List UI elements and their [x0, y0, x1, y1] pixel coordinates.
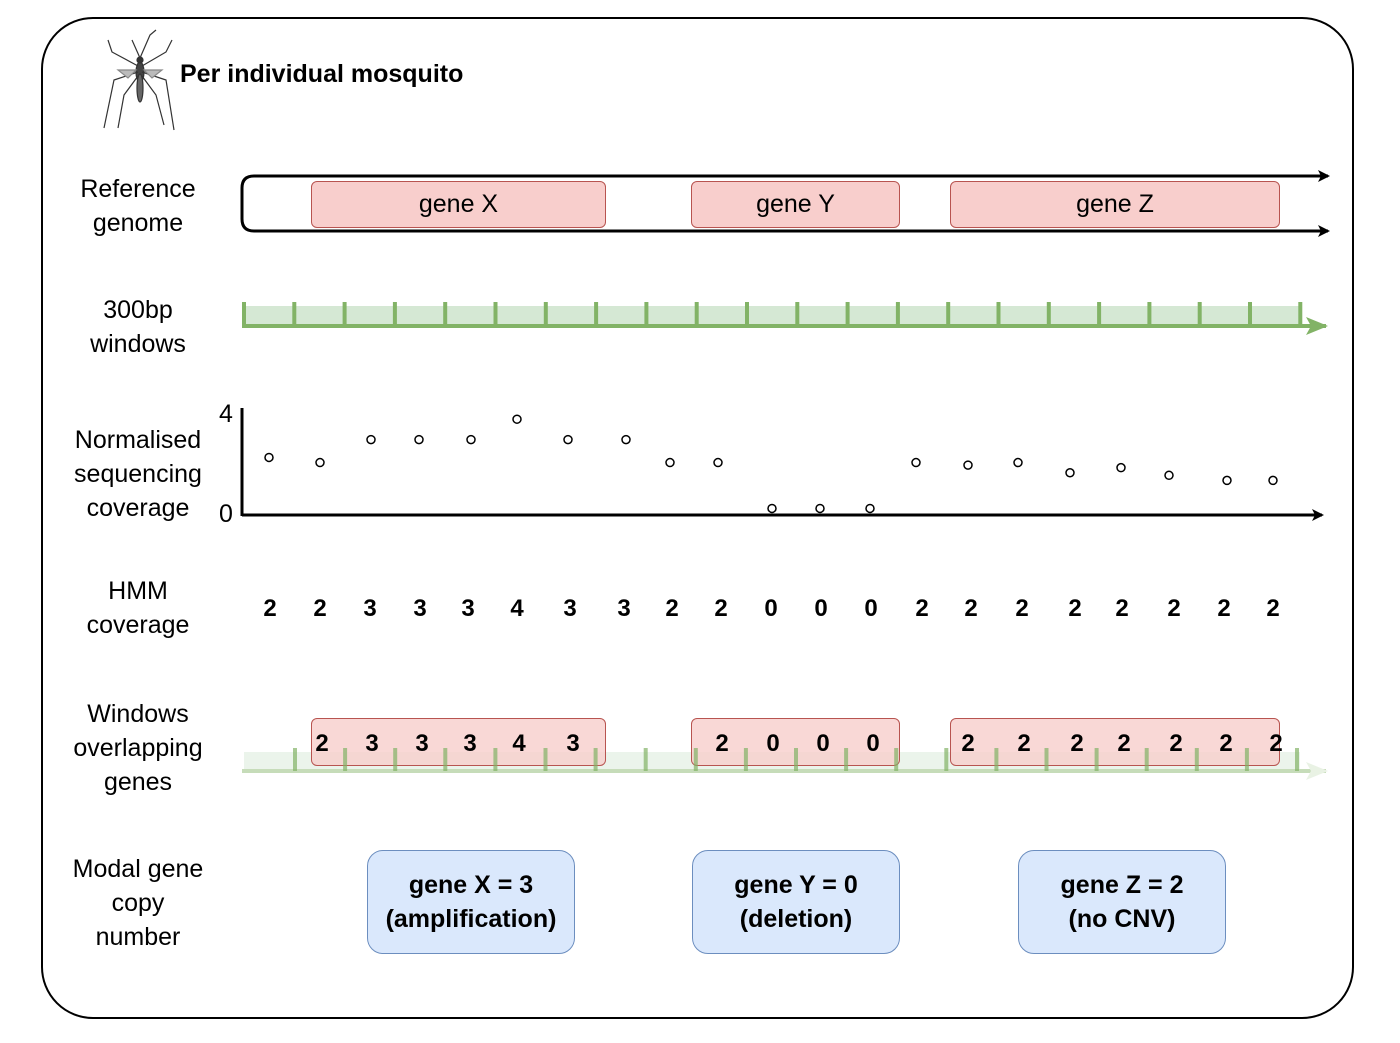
hmm-state: 2 [1266, 595, 1279, 622]
coverage-point [1065, 468, 1075, 478]
windows-track [242, 302, 1328, 335]
coverage-point [414, 434, 424, 445]
hmm-state: 2 [1167, 595, 1180, 622]
coverage-point [1116, 462, 1126, 473]
hmm-state: 4 [510, 595, 524, 622]
coverage-point [315, 457, 325, 468]
y-tick-min: 0 [219, 500, 233, 528]
gene-x-overlap-box [311, 718, 606, 766]
coverage-point [1013, 457, 1023, 468]
hmm-state: 2 [915, 595, 928, 622]
hmm-state: 3 [563, 595, 576, 622]
coverage-point [264, 452, 274, 463]
diagram-title: Per individual mosquito [180, 60, 464, 88]
hmm-state: 2 [1068, 595, 1081, 622]
coverage-point [665, 457, 675, 468]
coverage-point [621, 434, 631, 445]
hmm-state: 3 [461, 595, 474, 622]
hmm-state: 3 [413, 595, 426, 622]
coverage-point [512, 414, 522, 424]
hmm-state: 3 [363, 595, 376, 622]
coverage-point [911, 457, 921, 468]
hmm-state: 2 [1115, 595, 1128, 622]
coverage-points [264, 414, 1278, 514]
coverage-point [713, 457, 723, 468]
hmm-state: 0 [764, 595, 777, 622]
hmm-state: 3 [617, 595, 630, 622]
result-gene-y: gene Y = 0(deletion) [692, 850, 900, 954]
hmm-state: 2 [714, 595, 727, 622]
diagram-frame [41, 17, 1354, 1019]
hmm-state: 2 [263, 595, 276, 622]
gene-z-overlap-box [950, 718, 1280, 766]
hmm-state: 2 [964, 595, 977, 622]
gene-z-box: gene Z [950, 181, 1280, 228]
hmm-state: 2 [1217, 595, 1230, 622]
hmm-states: 2 2 3 3 3 4 3 3 2 2 0 0 0 2 2 2 2 2 2 2 2 [263, 595, 1279, 622]
coverage-point [366, 434, 376, 445]
y-tick-max: 4 [219, 400, 233, 428]
coverage-point [767, 503, 777, 514]
coverage-point [1222, 475, 1232, 486]
hmm-state: 2 [665, 595, 678, 622]
coverage-point [466, 434, 476, 445]
gene-x-box: gene X [311, 181, 606, 228]
reference-genome-strands [240, 174, 1325, 233]
gene-y-box: gene Y [691, 181, 900, 228]
gene-y-overlap-box [691, 718, 900, 766]
coverage-point [1268, 475, 1278, 486]
result-gene-x: gene X = 3(amplification) [367, 850, 575, 954]
hmm-state: 2 [1015, 595, 1028, 622]
result-gene-z: gene Z = 2(no CNV) [1018, 850, 1226, 954]
hmm-state: 2 [313, 595, 326, 622]
coverage-point [865, 503, 875, 514]
hmm-state: 0 [864, 595, 877, 622]
coverage-point [963, 460, 973, 470]
coverage-point [815, 503, 825, 514]
coverage-point [563, 434, 573, 445]
coverage-point [1164, 470, 1174, 481]
hmm-state: 0 [814, 595, 827, 622]
